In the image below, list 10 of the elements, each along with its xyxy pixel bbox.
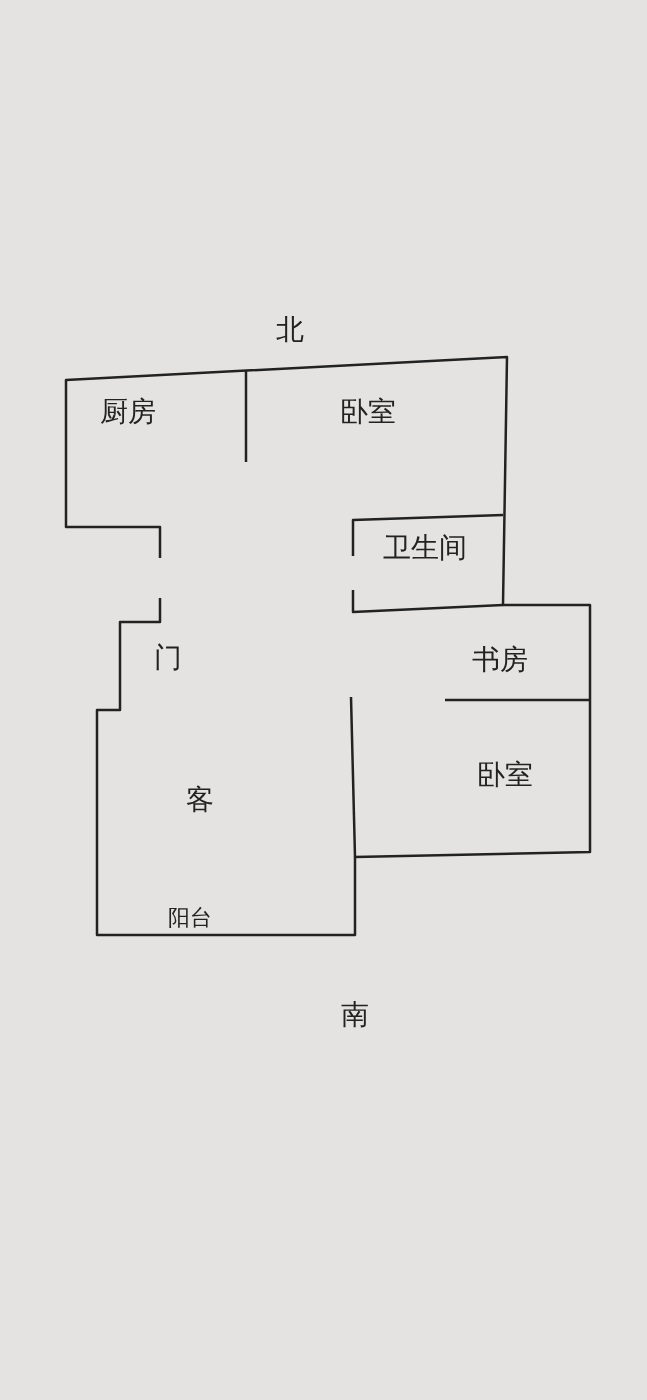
room-label: 卧室 xyxy=(477,761,533,789)
room-label: 客 xyxy=(186,786,214,814)
compass-label: 北 xyxy=(276,316,304,344)
door-label: 门 xyxy=(154,644,182,672)
room-label: 卧室 xyxy=(340,398,396,426)
room-label: 书房 xyxy=(472,646,528,674)
balcony-label: 阳台 xyxy=(168,907,212,929)
room-label: 卫生间 xyxy=(383,534,467,562)
room-label: 厨房 xyxy=(100,398,156,426)
compass-label: 南 xyxy=(341,1001,369,1029)
